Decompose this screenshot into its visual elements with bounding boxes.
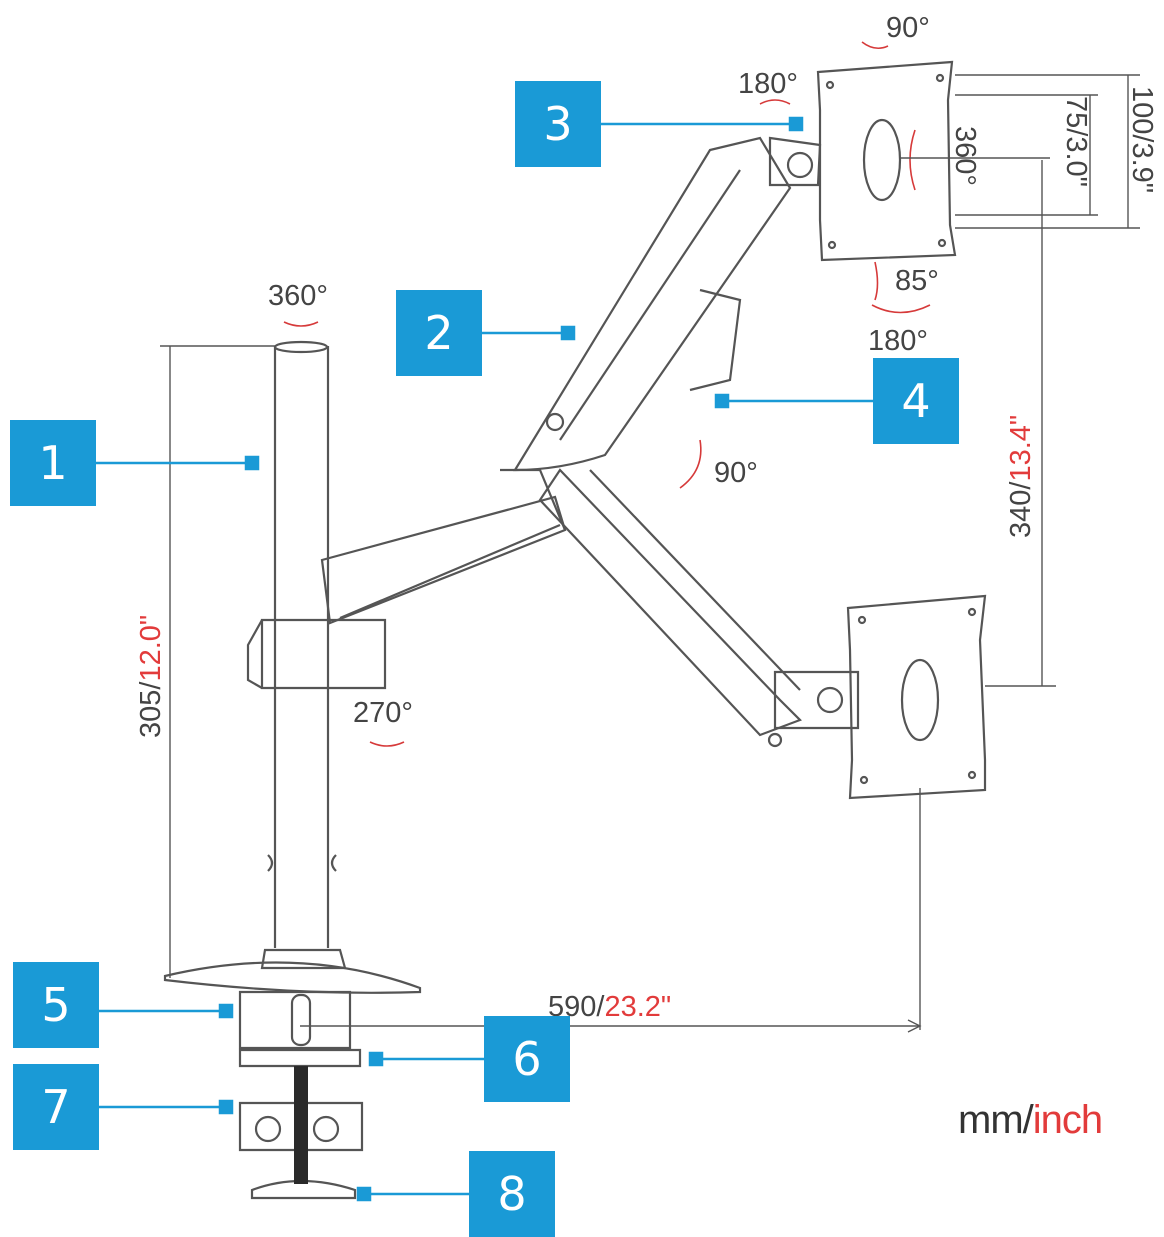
leader-line-5 [99,1003,234,1019]
callout-5: 5 [13,962,99,1048]
clamp [238,990,364,1200]
leader-line-2 [482,325,576,341]
vesa-large-dimension [955,74,1140,229]
gas-spring-arm [538,468,802,737]
units-legend-metric: mm/ [958,1098,1034,1142]
height-adjust-dimension [985,160,1056,687]
units-legend: mm/inch [958,1098,1103,1143]
lower-arm [320,468,567,625]
upper-head [768,136,822,187]
leader-line-6 [368,1051,484,1067]
angle-vesa-rotate: 360° [949,126,981,186]
leader-line-4 [714,393,875,409]
leader-line-1 [96,455,260,471]
callout-1: 1 [10,420,96,506]
lower-head [767,670,860,748]
dimension-vesa-large: 100/3.9" [1126,86,1158,193]
dimension-post-height: 305/12.0" [135,615,167,738]
rotate-arrow [909,129,916,191]
angle-arm-swivel: 180° [738,68,798,100]
callout-7: 7 [13,1064,99,1150]
upper-arm [513,136,792,472]
callout-2: 2 [396,290,482,376]
reach-dimension [300,788,922,1033]
dimension-reach: 590/23.2" [548,991,671,1023]
clamp-rotate-arrow [369,741,405,747]
leader-line-8 [356,1186,469,1202]
angle-post-rotate: 360° [268,280,328,312]
leader-line-7 [99,1099,234,1115]
leader-line-3 [601,116,804,132]
callout-4: 4 [873,358,959,444]
base-plate [163,948,422,994]
tilt-top-arrow [861,41,889,50]
callout-6: 6 [484,1016,570,1102]
vesa-swivel-arrow [871,304,931,314]
pole-collar [246,618,387,690]
angle-vesa-bottom-tilt: 85° [895,265,939,297]
dimension-height-adjust: 340/13.4" [1005,415,1037,538]
callout-3: 3 [515,81,601,167]
pole [267,340,337,948]
post-rotate-arrow [283,321,319,327]
tilt-bottom-arrow [874,261,879,301]
vesa-small-dimension [955,94,1098,216]
dimension-vesa-small: 75/3.0" [1060,96,1092,187]
clamp-screw [294,1066,308,1184]
post-height-dimension [160,345,275,978]
angle-arm-elbow: 90° [714,457,758,489]
units-legend-imperial: inch [1032,1098,1103,1142]
vesa-plate-upper [816,60,957,262]
angle-vesa-tilt-top: 90° [886,12,930,44]
elbow-arrow [679,439,702,489]
vesa-plate-lower [846,594,987,800]
arm-swivel-arrow [759,99,791,105]
angle-vesa-swivel: 180° [868,325,928,357]
callout-8: 8 [469,1151,555,1237]
angle-clamp-rotate: 270° [353,697,413,729]
